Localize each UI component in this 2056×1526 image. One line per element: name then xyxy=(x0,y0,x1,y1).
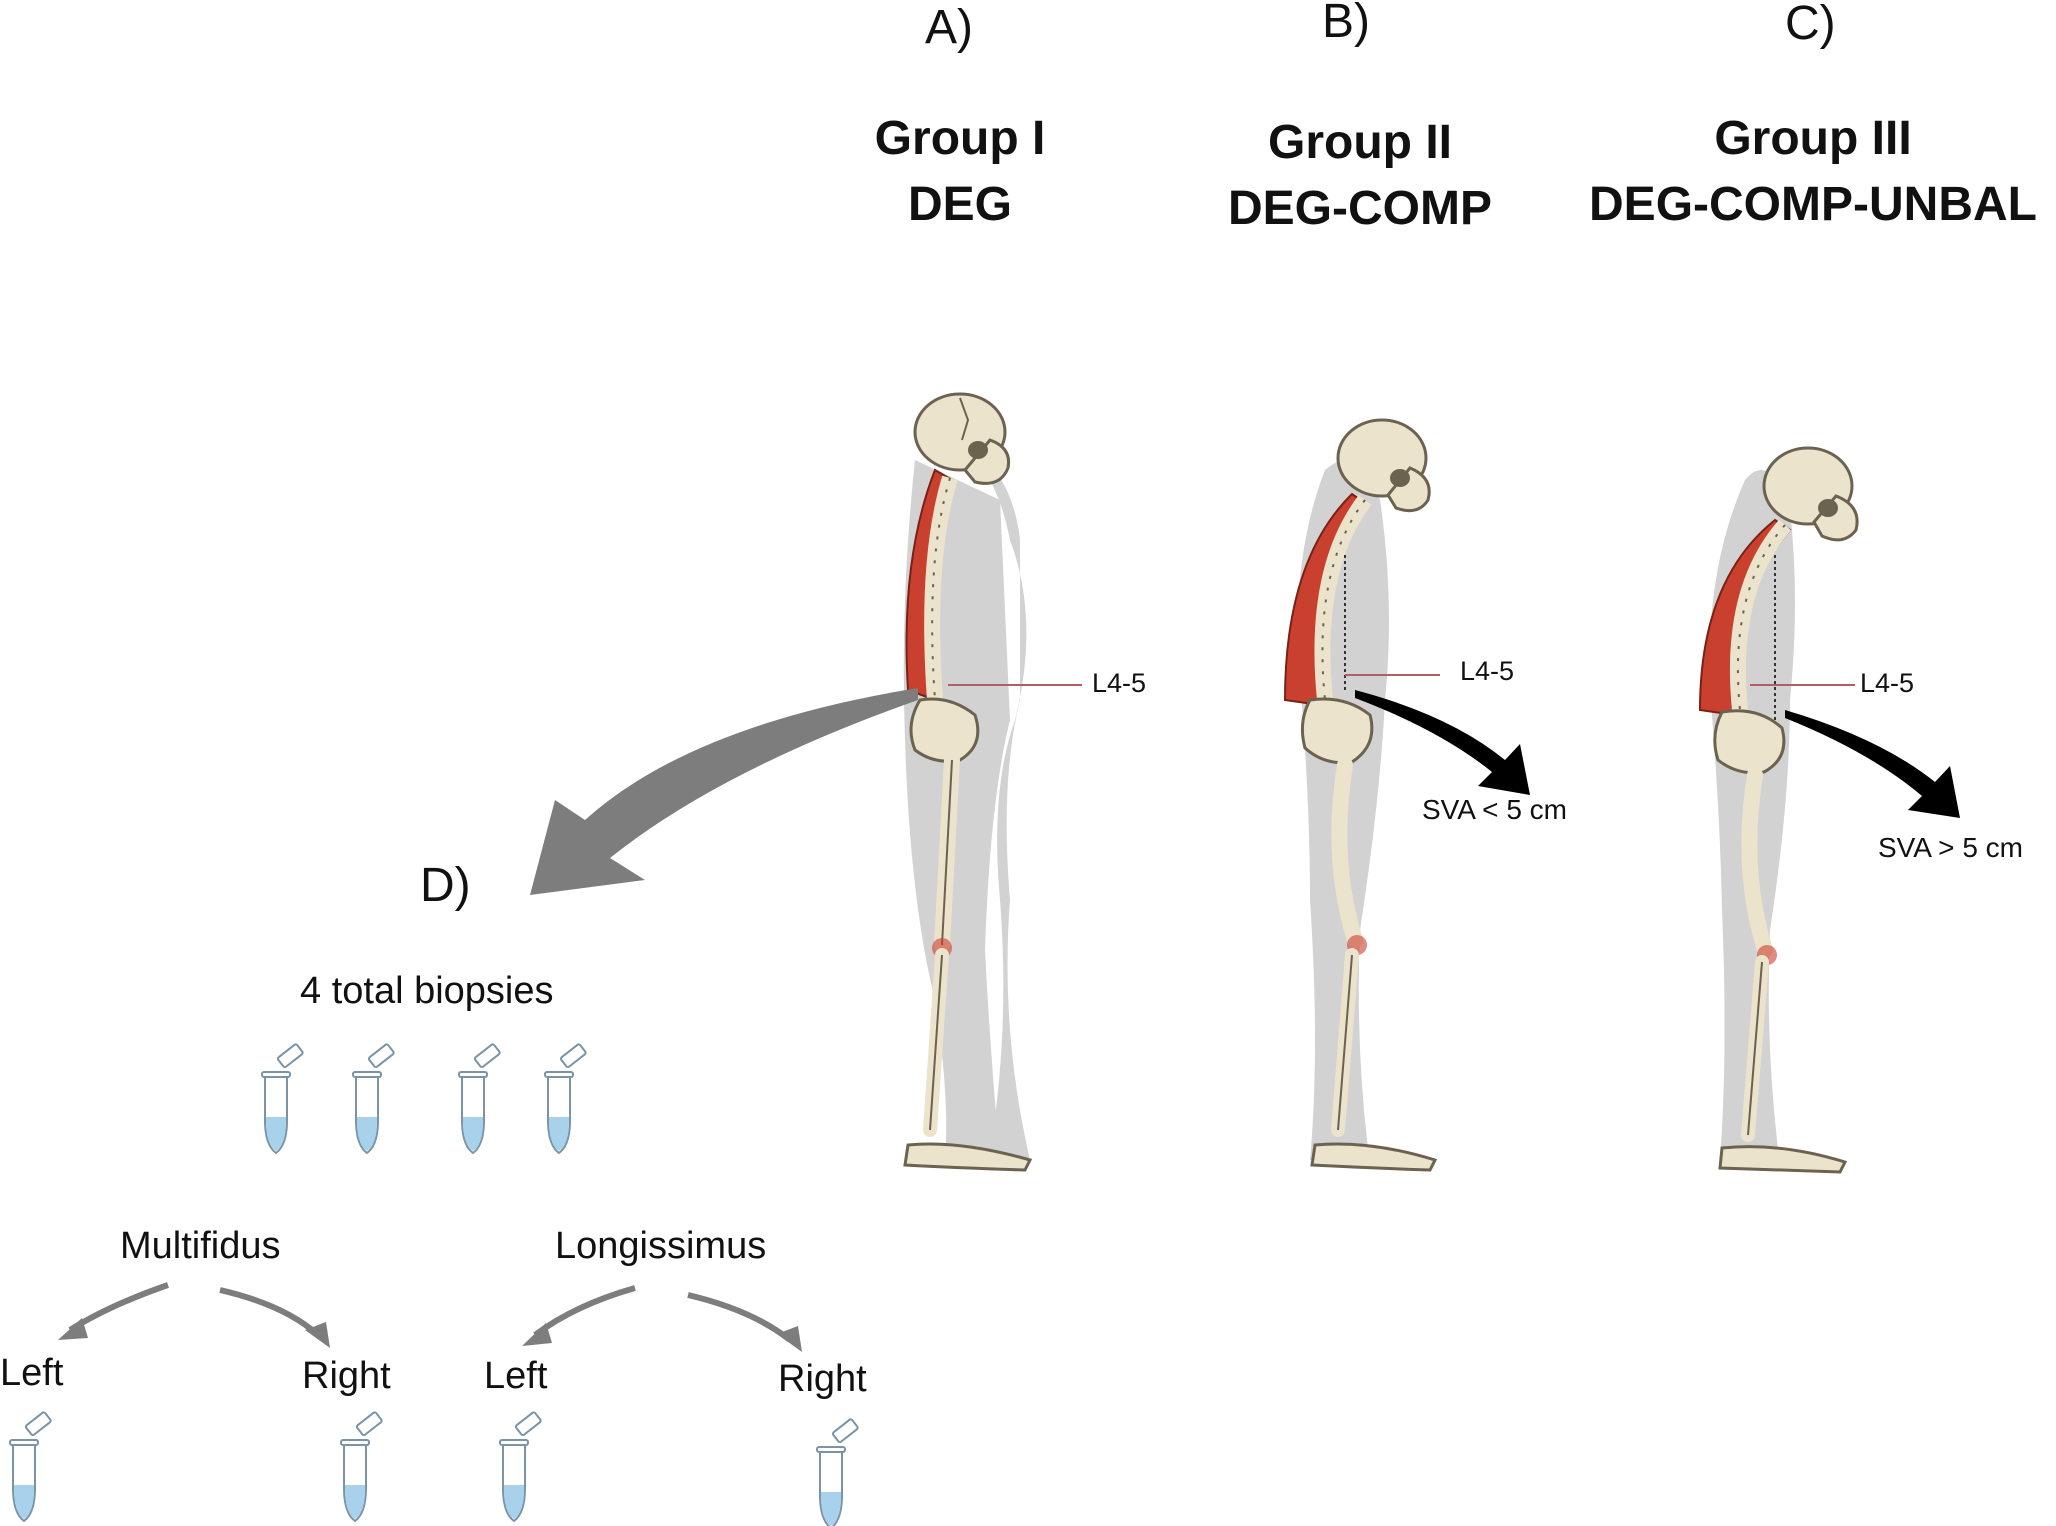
biopsy-tube-1 xyxy=(261,1042,305,1154)
tube-longissimus-right xyxy=(816,1417,860,1526)
panel-d-letter: D) xyxy=(420,859,471,912)
group-i-code: DEG xyxy=(907,178,1012,231)
foot-c xyxy=(1718,1145,1848,1174)
group-iii-code: DEG-COMP-UNBAL xyxy=(1589,178,2037,231)
longissimus-left-arrow xyxy=(522,1285,636,1346)
group-i-name: Group I xyxy=(874,112,1046,165)
tube-multifidus-right xyxy=(340,1410,384,1522)
black-arrow-b xyxy=(1355,690,1530,795)
tube-longissimus-left xyxy=(499,1410,543,1522)
sva-label-c: SVA > 5 cm xyxy=(1878,832,2023,863)
level-label-a: L4-5 xyxy=(1092,668,1147,698)
level-label-c: L4-5 xyxy=(1860,668,1915,698)
biopsy-tube-3 xyxy=(458,1042,502,1154)
level-label-b: L4-5 xyxy=(1460,656,1515,686)
total-biopsies-label: 4 total biopsies xyxy=(300,970,554,1012)
spine-c xyxy=(1729,519,1792,711)
group-ii-code: DEG-COMP xyxy=(1228,182,1492,235)
longissimus-label: Longissimus xyxy=(555,1225,767,1267)
longissimus-left-label: Left xyxy=(484,1355,548,1397)
group-ii-name: Group II xyxy=(1268,116,1452,169)
panel-b-letter: B) xyxy=(1322,0,1370,48)
panel-c-letter: C) xyxy=(1785,0,1836,50)
femur-c xyxy=(1741,767,1773,958)
longissimus-right-label: Right xyxy=(778,1358,867,1400)
group-ii-title: Group II DEG-COMP xyxy=(1180,110,1540,242)
panel-a-letter: A) xyxy=(925,1,973,54)
skeleton-figure-c xyxy=(1698,446,1960,1174)
group-i-title: Group I DEG xyxy=(820,106,1100,238)
biopsy-tube-4 xyxy=(544,1042,588,1154)
spine-b xyxy=(1314,495,1372,701)
multifidus-left-arrow xyxy=(58,1282,169,1340)
group-iii-name: Group III xyxy=(1714,112,1912,165)
body-shadow-a xyxy=(930,430,1030,1170)
foot-b xyxy=(1310,1142,1438,1172)
skeleton-figure-a xyxy=(903,392,1082,1172)
group-iii-title: Group III DEG-COMP-UNBAL xyxy=(1570,106,2056,238)
biopsy-tube-2 xyxy=(352,1042,396,1154)
black-arrow-c xyxy=(1785,710,1960,818)
longissimus-right-arrow xyxy=(687,1292,802,1352)
femur-b xyxy=(1331,757,1363,948)
multifidus-label: Multifidus xyxy=(120,1225,281,1267)
pelvis-a xyxy=(909,697,980,763)
foot-a xyxy=(903,1142,1033,1172)
multifidus-right-label: Right xyxy=(302,1355,391,1397)
tube-multifidus-left xyxy=(9,1410,53,1522)
skeleton-figure-b xyxy=(1283,418,1530,1172)
multifidus-left-label: Left xyxy=(0,1352,64,1394)
multifidus-right-arrow xyxy=(219,1287,330,1348)
grey-arrow-to-biopsy xyxy=(530,688,918,895)
pelvis-b xyxy=(1300,697,1374,765)
pelvis-c xyxy=(1713,709,1786,775)
sva-label-b: SVA < 5 cm xyxy=(1422,794,1567,825)
